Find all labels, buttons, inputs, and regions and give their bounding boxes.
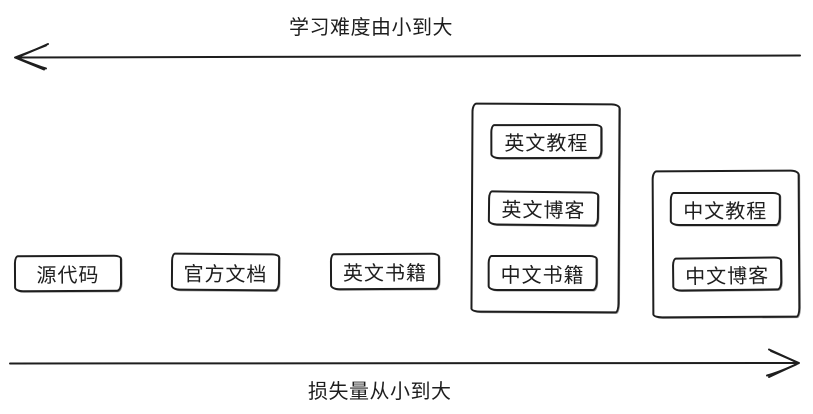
node-official-docs: 官方文档 (170, 252, 281, 292)
node-source-code-label: 源代码 (36, 264, 100, 288)
node-english-tutorials: 英文教程 (490, 123, 603, 160)
node-chinese-books: 中文书籍 (487, 254, 598, 291)
node-english-tutorials-label: 英文教程 (504, 132, 589, 156)
bottom-axis-label: 损失量从小到大 (308, 381, 452, 403)
node-chinese-tutorials: 中文教程 (669, 191, 781, 227)
top-axis-label: 学习难度由小到大 (289, 17, 453, 39)
node-english-books-label: 英文书籍 (342, 262, 428, 286)
group-english: 英文教程 英文博客 中文书籍 (470, 102, 621, 314)
node-official-docs-label: 官方文档 (183, 263, 268, 286)
node-english-blogs: 英文博客 (487, 190, 600, 227)
node-chinese-books-label: 中文书籍 (500, 264, 585, 287)
arrow-right-icon (9, 348, 800, 378)
node-source-code: 源代码 (13, 254, 123, 293)
node-english-blogs-label: 英文博客 (501, 199, 586, 223)
node-chinese-blogs-label: 中文博客 (685, 265, 770, 288)
node-chinese-blogs: 中文博客 (671, 256, 783, 292)
node-english-books: 英文书籍 (329, 252, 441, 291)
arrow-left-icon (14, 43, 801, 71)
group-chinese: 中文教程 中文博客 (651, 169, 801, 319)
node-chinese-tutorials-label: 中文教程 (683, 200, 768, 223)
